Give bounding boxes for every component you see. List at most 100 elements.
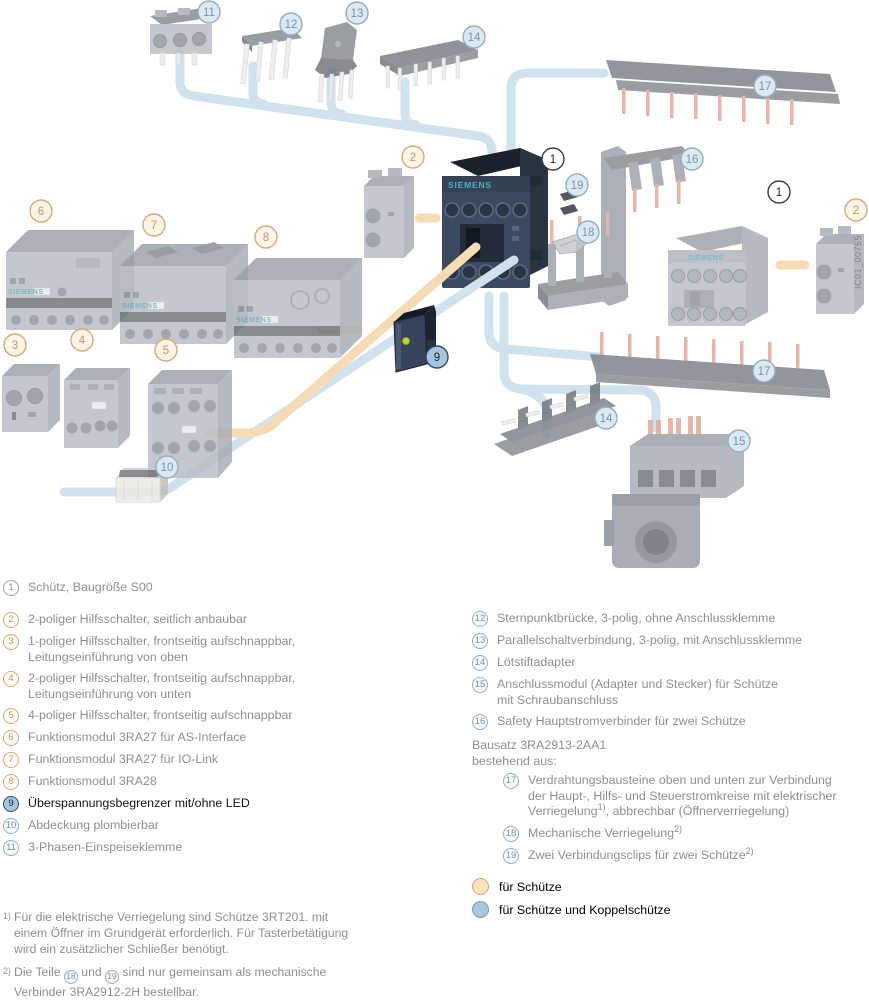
svg-text:10: 10: [161, 462, 174, 474]
legend-item-13: 13 Parallelschaltverbindung, 3-polig, mit…: [472, 633, 869, 649]
exploded-accessories-diagram: SIEMENS SIEMENS SIEMENS: [2, 0, 868, 568]
component-17-verdrahtungsbaustein-top: [606, 60, 840, 125]
callout-12: 12: [279, 12, 303, 36]
callout-6: 6: [29, 199, 53, 223]
legend-item-label: Mechanische Verriegelung2): [528, 823, 683, 840]
callout-1: 1: [767, 180, 791, 204]
callout-2: 2: [401, 145, 425, 169]
legend-item-label: 2-poliger Hilfsschalter, seitlich anbaub…: [28, 612, 248, 626]
legend-item-15: 15 Anschlussmodul (Adapter und Stecker) f…: [472, 677, 869, 708]
component-2-hilfsschalter-rechts: [816, 226, 864, 314]
legend-callout-12: 12: [472, 611, 488, 627]
svg-text:17: 17: [759, 81, 772, 93]
svg-text:1: 1: [776, 187, 782, 199]
legend-item-4: 4 2-poliger Hilfsschalter, frontseitig au…: [3, 671, 443, 702]
legend-callout-6: 6: [3, 730, 19, 746]
siemens-logo-text: SIEMENS: [448, 180, 492, 190]
callout-inline-19: 19: [105, 970, 120, 984]
legend-callout-13: 13: [472, 633, 488, 649]
component-7-funktionsmodul-io-link: SIEMENS: [120, 242, 248, 344]
svg-text:16: 16: [686, 154, 699, 166]
callout-15: 15: [727, 429, 751, 453]
legend-item-2: 2 2-poliger Hilfsschalter, seitlich anbau…: [3, 612, 443, 628]
svg-text:6: 6: [38, 206, 44, 218]
legend-item-label: Parallelschaltverbindung, 3-polig, mit A…: [497, 633, 803, 647]
siemens-logo-text: SIEMENS: [688, 255, 724, 262]
legend-callout-4: 4: [3, 671, 19, 687]
callout-3: 3: [3, 333, 27, 357]
legend-item-6: 6 Funktionsmodul 3RA27 für AS-Interface: [3, 730, 443, 746]
svg-text:11: 11: [203, 7, 215, 19]
siemens-logo-text: SIEMENS: [8, 289, 44, 296]
component-15-anschlussmodul: [604, 416, 744, 568]
legend-item-1: 1 Schütz, Baugröße S00: [3, 580, 443, 596]
callout-1: 1: [541, 147, 565, 171]
legend-item-label: Zwei Verbindungsclips für zwei Schütze2): [528, 845, 754, 862]
key_koppel-dot: [472, 901, 489, 918]
svg-text:9: 9: [434, 352, 440, 364]
callout-18: 18: [576, 220, 600, 244]
footnote-marker: 2): [3, 966, 12, 976]
key_schuetze-dot: [472, 878, 489, 895]
svg-text:18: 18: [582, 227, 595, 239]
svg-text:2: 2: [853, 205, 859, 217]
svg-text:5: 5: [163, 345, 169, 357]
legend-callout-18: 18: [503, 825, 519, 842]
callout-9: 9: [425, 345, 449, 369]
legend-item-label: Schütz, Baugröße S00: [28, 580, 153, 594]
svg-text:19: 19: [571, 180, 584, 192]
svg-text:15: 15: [733, 436, 746, 448]
footnotes: 1)Für die elektrische Verriegelung sind …: [3, 909, 443, 1007]
svg-text:17: 17: [758, 366, 771, 378]
callout-inline-18: 18: [63, 970, 78, 984]
callout-17: 17: [752, 359, 776, 383]
legend-callout-9: 9: [3, 796, 19, 812]
callout-16: 16: [680, 147, 704, 171]
color-key-row: für Schütze: [472, 878, 671, 895]
siemens-logo-text: SIEMENS: [236, 317, 272, 324]
legend-item-label: Funktionsmodul 3RA27 für AS-Interface: [28, 730, 247, 744]
svg-text:7: 7: [151, 220, 157, 232]
svg-text:8: 8: [263, 232, 269, 244]
component-6-funktionsmodul-as-interface: SIEMENS: [6, 230, 134, 330]
legend-item-label: Funktionsmodul 3RA28: [28, 774, 157, 788]
callout-11: 11: [197, 0, 221, 24]
svg-text:14: 14: [600, 413, 613, 425]
legend-callout-3: 3: [3, 634, 19, 650]
legend-callout-15: 15: [472, 677, 488, 693]
callout-17: 17: [753, 74, 777, 98]
legend-item-label: 4-poliger Hilfsschalter, frontseitig auf…: [28, 708, 293, 722]
callout-8: 8: [254, 225, 278, 249]
svg-text:13: 13: [351, 8, 364, 20]
svg-text:4: 4: [79, 335, 86, 347]
legend-callout-2: 2: [3, 612, 19, 628]
component-1-schuetz-rechts: SIEMENS: [668, 226, 768, 326]
legend-callout-1: 1: [3, 580, 19, 596]
callout-7: 7: [142, 213, 166, 237]
svg-text:12: 12: [285, 19, 298, 31]
legend-item-label: Abdeckung plombierbar: [28, 818, 159, 832]
svg-text:14: 14: [468, 32, 481, 44]
color-key-label: für Schütze und Koppelschütze: [499, 902, 671, 917]
callout-14: 14: [462, 25, 486, 49]
component-13-parallelschaltverbindung: [315, 22, 357, 103]
callout-19: 19: [565, 173, 589, 197]
legend-item-label: Safety Hauptstromverbinder für zwei Schü…: [497, 714, 746, 728]
component-14-loetstiftadapter-top: [380, 40, 478, 91]
svg-text:3: 3: [12, 340, 18, 352]
callout-5: 5: [154, 338, 178, 362]
legend-item-label: Anschlussmodul (Adapter und Stecker) für…: [497, 677, 778, 707]
footnote-1: 1)Für die elektrische Verriegelung sind …: [3, 909, 443, 957]
component-14-loetstiftadapter-bottom: [494, 382, 616, 456]
legend-item-label: Lötstiftadapter: [497, 655, 576, 669]
legend-item-label: 2-poliger Hilfsschalter, frontseitig auf…: [28, 671, 296, 701]
